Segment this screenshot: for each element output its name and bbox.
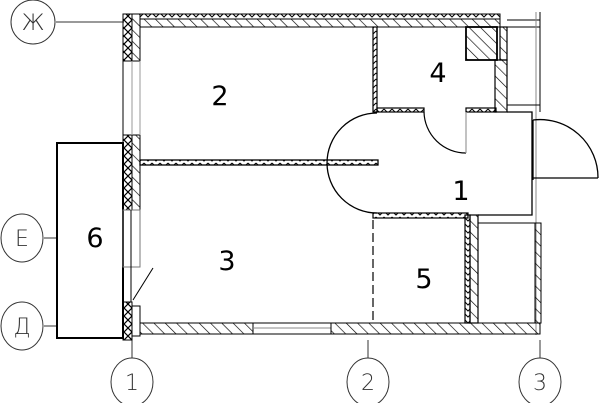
- room-5-label: 5: [415, 264, 432, 295]
- room-1-outline: [139, 111, 599, 216]
- room-4-walls: [372, 26, 508, 154]
- top-wall: [139, 13, 540, 28]
- room-5-walls: [372, 212, 479, 324]
- axis-label-2: 2: [361, 371, 375, 396]
- room-1-label: 1: [452, 176, 469, 207]
- bottom-wall: [139, 322, 541, 335]
- room-4-label: 4: [429, 58, 446, 89]
- room-2-label: 2: [211, 81, 228, 112]
- axis-label-zh: Ж: [22, 11, 45, 36]
- room-6-label: 6: [86, 223, 103, 254]
- axis-label-1: 1: [125, 371, 139, 396]
- room-3-label: 3: [218, 246, 235, 277]
- left-wall: [122, 13, 154, 341]
- axis-label-3: 3: [533, 371, 547, 396]
- grid-axes: [0, 0, 562, 403]
- axis-label-d: Д: [13, 315, 30, 340]
- axis-label-e: Е: [15, 227, 29, 252]
